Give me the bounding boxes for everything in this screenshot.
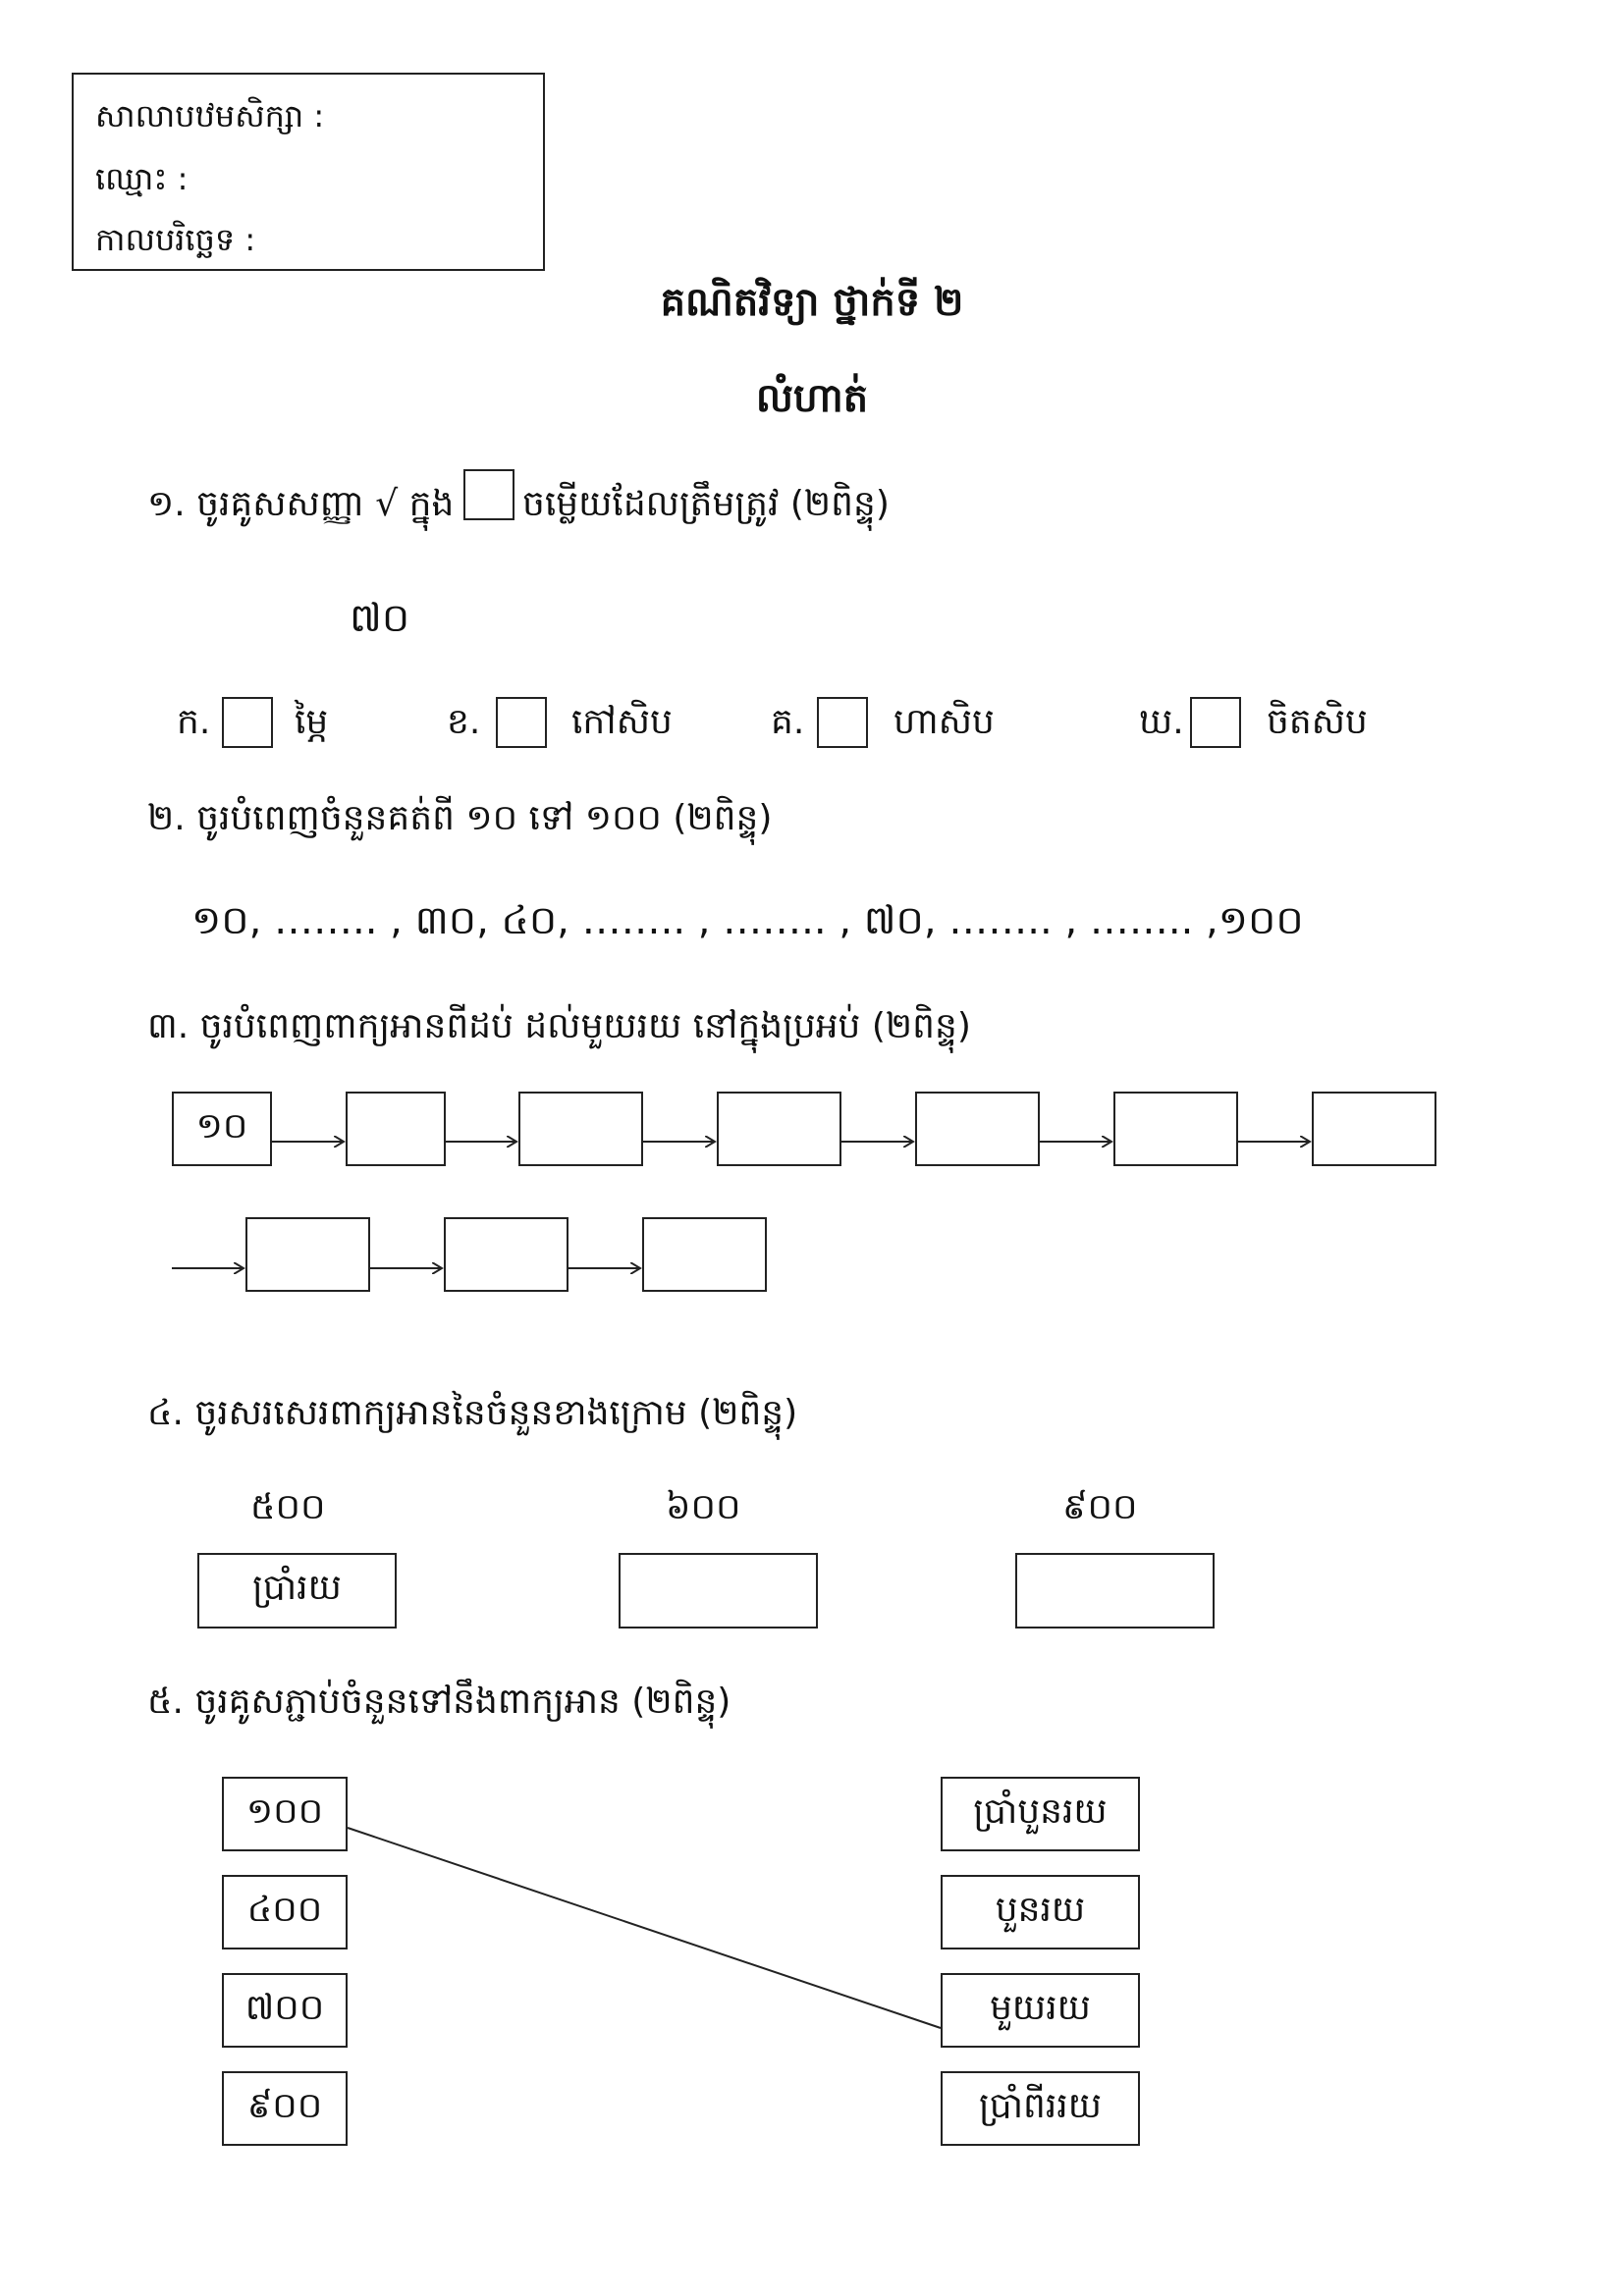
q1-option-text: ចិតសិប bbox=[1267, 702, 1368, 742]
school-label: សាលាបឋមសិក្សា : bbox=[95, 97, 325, 134]
q5-word-box[interactable]: មួយរយ bbox=[941, 1973, 1140, 2048]
q1-option-letter: គ. bbox=[771, 702, 805, 742]
q1-option-text: ម្ភៃ bbox=[295, 702, 329, 742]
q5-number-box[interactable]: ១០០ bbox=[222, 1777, 348, 1851]
q3-answer-box[interactable] bbox=[444, 1217, 568, 1292]
q3-answer-box[interactable] bbox=[518, 1092, 643, 1166]
q1-option-checkbox[interactable] bbox=[817, 697, 868, 748]
q5-prompt: ៥. ចូរគូសភ្ជាប់ចំនួនទៅនឹងពាក្យអាន (២ពិន្… bbox=[147, 1682, 731, 1722]
q3-answer-box[interactable] bbox=[717, 1092, 841, 1166]
q1-option-letter: ឃ. bbox=[1139, 702, 1184, 742]
q1-number: ៧០ bbox=[350, 596, 410, 641]
q4-number: ៥០០ bbox=[250, 1487, 326, 1527]
q2-sequence: ១០, …….. , ៣០, ៤០, …….. , …….. , ៧០, …….… bbox=[191, 898, 1304, 943]
q1-prompt-start: ១. ចូរគូសសញ្ញា √ ក្នុង bbox=[147, 484, 455, 524]
q5-word-box[interactable]: ប្រាំបួនរយ bbox=[941, 1777, 1140, 1851]
q3-answer-box[interactable] bbox=[1113, 1092, 1238, 1166]
q1-prompt-end: ចម្លើយដែលត្រឹមត្រូវ (២ពិន្ទុ) bbox=[522, 484, 890, 524]
q4-answer-box[interactable] bbox=[619, 1553, 818, 1629]
q5-word-box[interactable]: ប្រាំពីររយ bbox=[941, 2071, 1140, 2146]
q3-answer-box[interactable] bbox=[346, 1092, 446, 1166]
q4-answer-box: ប្រាំរយ bbox=[197, 1553, 397, 1629]
q4-number: ៦០០ bbox=[666, 1487, 741, 1527]
q1-option-checkbox[interactable] bbox=[222, 697, 273, 748]
student-info-box: សាលាបឋមសិក្សា : ឈ្មោះ : កាលបរិច្ឆេទ : bbox=[72, 73, 545, 271]
date-label: កាលបរិច្ឆេទ : bbox=[95, 221, 256, 258]
q3-answer-box[interactable] bbox=[915, 1092, 1040, 1166]
name-label: ឈ្មោះ : bbox=[95, 160, 189, 197]
q1-option-letter: ក. bbox=[177, 702, 211, 742]
q4-number: ៩០០ bbox=[1062, 1487, 1138, 1527]
q5-example-line bbox=[347, 1827, 942, 2029]
q3-answer-box[interactable] bbox=[642, 1217, 767, 1292]
q5-number-box[interactable]: ៤០០ bbox=[222, 1875, 348, 1949]
q5-number-box[interactable]: ៩០០ bbox=[222, 2071, 348, 2146]
q1-option-letter: ខ. bbox=[447, 702, 481, 742]
q1-option-text: កៅសិប bbox=[571, 702, 673, 742]
q3-prompt: ៣. ចូរបំពេញពាក្យអានពីដប់ ដល់មួយរយ នៅក្នុ… bbox=[147, 1006, 971, 1046]
q3-answer-box[interactable] bbox=[1312, 1092, 1436, 1166]
q1-option-checkbox[interactable] bbox=[496, 697, 547, 748]
q1-option-text: ហាសិប bbox=[893, 702, 995, 742]
page-subtitle: លំហាត់ bbox=[755, 376, 869, 421]
page-title: គណិតវិទ្យា ថ្នាក់ទី ២ bbox=[660, 280, 964, 325]
q5-number-box[interactable]: ៧០០ bbox=[222, 1973, 348, 2048]
q3-box-start: ១០ bbox=[172, 1092, 272, 1166]
q4-answer-box[interactable] bbox=[1015, 1553, 1215, 1629]
q2-prompt: ២. ចូរបំពេញចំនួនគត់ពី ១០ ទៅ ១០០ (២ពិន្ទុ… bbox=[147, 798, 773, 838]
q1-example-checkbox bbox=[463, 469, 514, 520]
q4-prompt: ៤. ចូរសរសេរពាក្យអាននៃចំនួនខាងក្រោម (២ពិន… bbox=[147, 1393, 798, 1433]
q3-answer-box[interactable] bbox=[245, 1217, 370, 1292]
q5-word-box[interactable]: បួនរយ bbox=[941, 1875, 1140, 1949]
q1-option-checkbox[interactable] bbox=[1190, 697, 1241, 748]
